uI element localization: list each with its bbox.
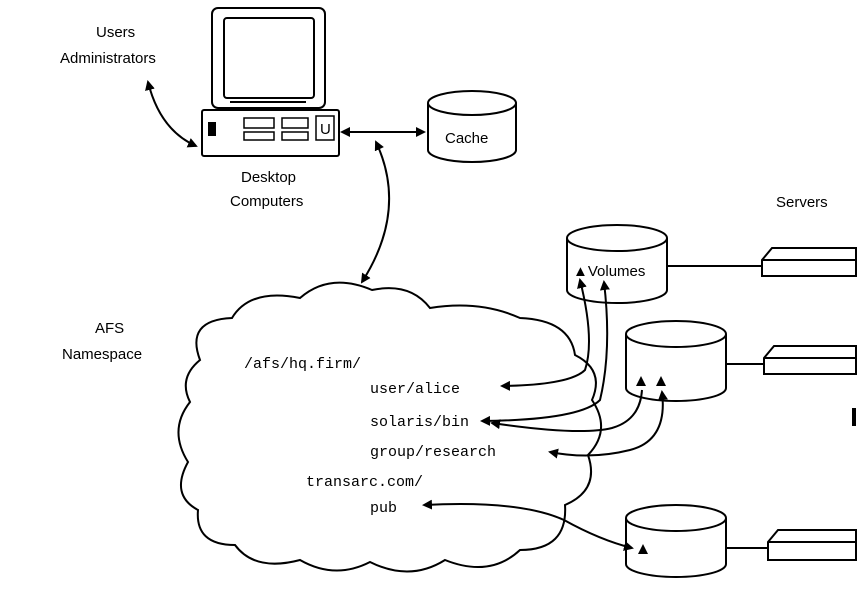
server-icon-3 <box>767 529 857 561</box>
path-root: /afs/hq.firm/ <box>244 356 361 373</box>
server-icon-2 <box>763 345 857 375</box>
servers-label: Servers <box>776 194 828 211</box>
path-solaris-bin: solaris/bin <box>370 414 469 431</box>
edge-fragment <box>852 408 856 426</box>
cache-label: Cache <box>445 130 488 147</box>
volume-group-research-arrow <box>548 390 668 459</box>
users-computer-arrow <box>145 80 198 148</box>
afs-label: AFS <box>95 320 124 337</box>
svg-text:U: U <box>320 121 331 138</box>
volume-cylinder-3 <box>625 504 727 578</box>
volume-pub-arrow <box>422 499 634 551</box>
namespace-label: Namespace <box>62 346 142 363</box>
server-icon-1 <box>761 247 857 277</box>
path-transarc: transarc.com/ <box>306 474 423 491</box>
administrators-label: Administrators <box>60 50 156 67</box>
volume-cylinder-2 <box>625 320 727 402</box>
users-label: Users <box>96 24 135 41</box>
path-group-research: group/research <box>370 444 496 461</box>
desktop-computer-icon: U <box>201 7 340 157</box>
path-pub: pub <box>370 500 397 517</box>
desktop-label: Desktop <box>241 169 296 186</box>
volumes-label: ▲Volumes <box>573 263 645 280</box>
path-user-alice: user/alice <box>370 381 460 398</box>
computers-label: Computers <box>230 193 303 210</box>
computer-namespace-arrow <box>360 140 391 284</box>
cache-cylinder <box>427 90 517 163</box>
